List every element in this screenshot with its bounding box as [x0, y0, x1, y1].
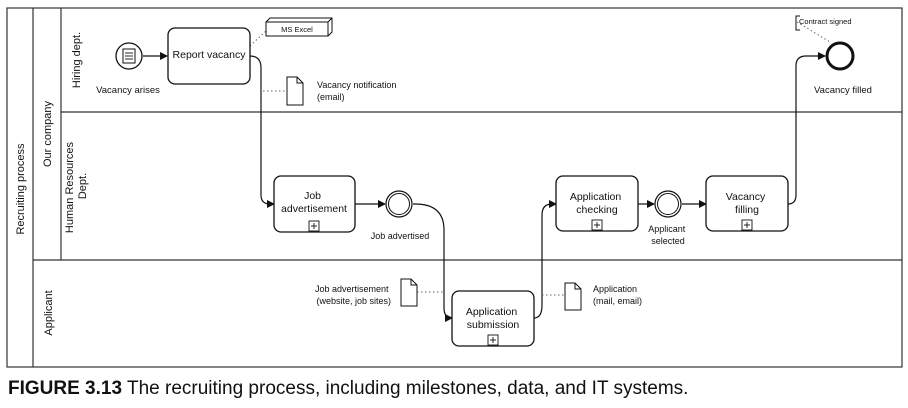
task-report-vacancy[interactable]: Report vacancy: [167, 27, 251, 85]
job-advertised-label: Job advertised: [371, 231, 430, 241]
flow-report-to-job-ad: [249, 55, 275, 208]
flow-submission-to-checking: [533, 200, 557, 319]
subprocess-marker-icon: [308, 220, 320, 232]
it-system-ms-excel[interactable]: MS Excel: [265, 17, 333, 37]
task-vacancy-filling[interactable]: Vacancy filling: [705, 175, 789, 232]
data-object-job-advertisement[interactable]: [400, 278, 418, 307]
pool: [6, 7, 903, 368]
subprocess-marker-icon: [591, 219, 603, 231]
event-applicant-selected[interactable]: [654, 190, 682, 218]
lane-label-hr-dept: Human Resources Dept.: [64, 139, 89, 233]
start-event-label: Vacancy arises: [96, 85, 160, 96]
annotation-contract-signed: Contract signed: [795, 15, 852, 31]
task-job-advertisement-label: Job advertisement: [281, 190, 347, 215]
associations: [249, 21, 831, 296]
start-event[interactable]: [115, 42, 143, 70]
end-event[interactable]: [825, 41, 855, 71]
contract-signed-label: Contract signed: [799, 17, 852, 26]
task-application-checking[interactable]: Application checking: [555, 175, 639, 232]
data-object-vacancy-notification[interactable]: [286, 76, 304, 106]
task-vacancy-filling-label: Vacancy filling: [726, 191, 768, 216]
applicant-selected-label: Applicant selected: [648, 224, 688, 246]
subprocess-marker-icon: [741, 219, 753, 231]
task-report-vacancy-label: Report vacancy: [173, 49, 247, 61]
figure-number: FIGURE 3.13: [8, 378, 123, 399]
task-application-checking-label: Application checking: [570, 191, 624, 216]
lane-label-our-company: Our company: [42, 100, 54, 167]
lane-label-applicant: Applicant: [43, 290, 55, 335]
event-job-advertised[interactable]: [385, 190, 413, 218]
data-object-application[interactable]: [564, 282, 582, 311]
task-job-advertisement[interactable]: Job advertisement: [273, 175, 356, 233]
subprocess-marker-icon: [487, 334, 499, 346]
end-event-label: Vacancy filled: [814, 85, 872, 96]
application-doc-label: Application (mail, email): [593, 284, 642, 306]
lane-label-hiring-dept: Hiring dept.: [71, 32, 83, 88]
flow-advertised-to-submission: [412, 203, 453, 322]
flow-filling-to-end: [787, 52, 826, 205]
ms-excel-label: MS Excel: [281, 25, 313, 34]
pool-label: Recruiting process: [15, 143, 27, 235]
sequence-flows: [143, 52, 826, 322]
figure-caption-text: The recruiting process, including milest…: [126, 378, 689, 399]
figure-caption: FIGURE 3.13 The recruiting process, incl…: [8, 378, 688, 400]
job-advertisement-doc-label: Job advertisement (website, job sites): [315, 284, 391, 306]
conditional-icon: [122, 48, 136, 64]
task-application-submission[interactable]: Application submission: [451, 290, 535, 347]
vacancy-notification-label: Vacancy notification (email): [317, 80, 399, 102]
task-application-submission-label: Application submission: [466, 306, 520, 331]
